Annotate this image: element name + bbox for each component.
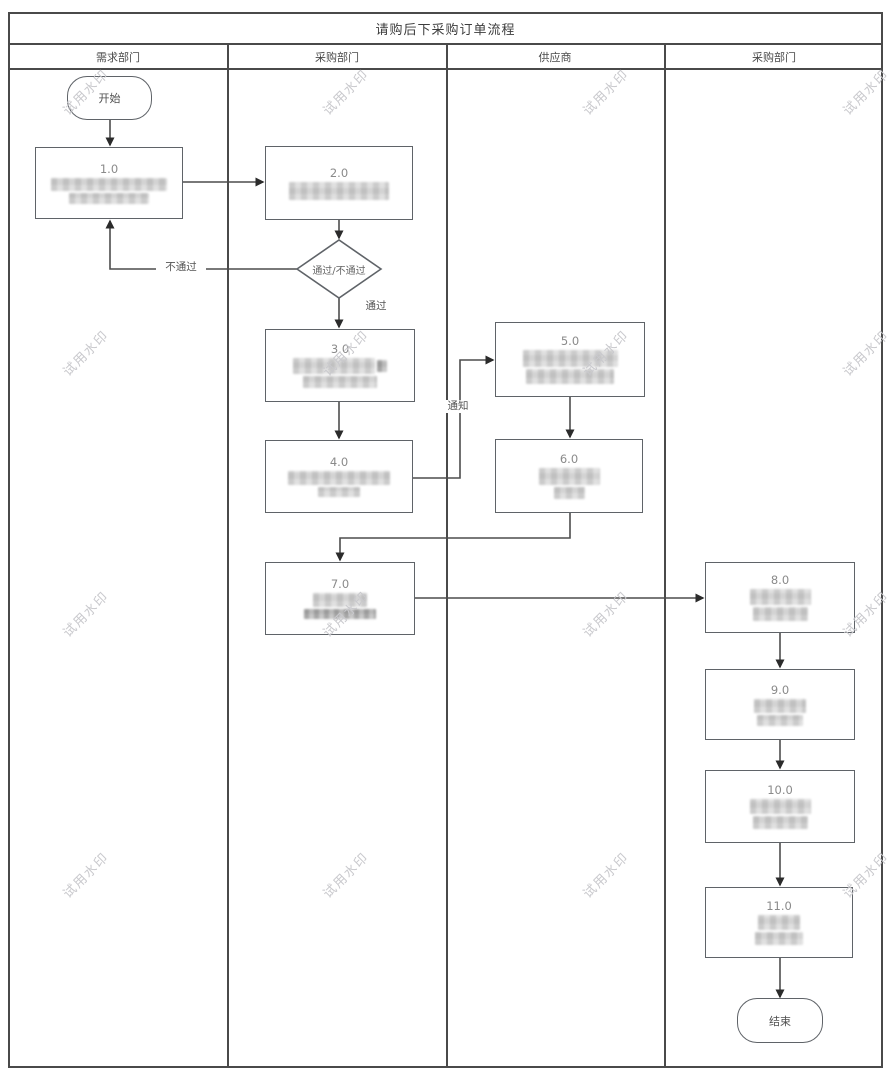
redacted-text xyxy=(754,698,806,713)
process-box-2: 2.0 xyxy=(265,146,413,220)
edge-4-notify-to-5 xyxy=(413,355,495,479)
process-box-10: 10.0 xyxy=(705,770,855,843)
redacted-text xyxy=(526,369,614,384)
process-number-11: 11.0 xyxy=(766,899,792,913)
redacted-text xyxy=(288,471,390,485)
diagram-title: 请购后下采购订单流程 xyxy=(375,23,516,38)
edge-6-to-7 xyxy=(335,513,571,562)
process-number-3: 3.0 xyxy=(330,342,350,356)
redacted-text xyxy=(293,358,375,374)
redacted-text xyxy=(289,181,389,200)
edge-label-reject: 不通过 xyxy=(156,261,206,274)
decision-diamond xyxy=(295,239,383,299)
process-number-8: 8.0 xyxy=(770,573,790,587)
redacted-text xyxy=(752,816,808,829)
redacted-text xyxy=(304,609,376,619)
redacted-text xyxy=(553,487,585,499)
lane-divider-3 xyxy=(664,43,666,1068)
lane-header-purchasing-dept: 采购部门 xyxy=(315,51,359,64)
redacted-text xyxy=(749,589,811,605)
process-box-3: 3.0 xyxy=(265,329,415,402)
process-box-9: 9.0 xyxy=(705,669,855,740)
process-box-4: 4.0 xyxy=(265,440,413,513)
redacted-text xyxy=(538,468,600,485)
decision-label: 通过/不通过 xyxy=(312,266,366,277)
redacted-text xyxy=(51,177,167,191)
edge-label-pass: 通过 xyxy=(365,300,387,312)
edge-label-notify: 通知 xyxy=(436,400,480,413)
process-number-6: 6.0 xyxy=(559,452,579,466)
redacted-text xyxy=(755,932,803,945)
redacted-text xyxy=(752,607,808,621)
process-number-5: 5.0 xyxy=(560,334,580,348)
process-number-4: 4.0 xyxy=(329,455,349,469)
end-terminator: 结束 xyxy=(737,998,823,1043)
redacted-text xyxy=(313,593,367,607)
lane-divider-2 xyxy=(446,43,448,1068)
lane-divider-1 xyxy=(227,43,229,1068)
process-box-7: 7.0 xyxy=(265,562,415,635)
redacted-text xyxy=(749,799,811,814)
process-box-11: 11.0 xyxy=(705,887,853,958)
title-divider xyxy=(8,43,883,45)
process-box-6: 6.0 xyxy=(495,439,643,513)
process-box-8: 8.0 xyxy=(705,562,855,633)
start-label: 开始 xyxy=(98,92,121,105)
process-box-5: 5.0 xyxy=(495,322,645,397)
redacted-text xyxy=(303,376,377,388)
redacted-text xyxy=(377,360,387,372)
redacted-text xyxy=(522,350,618,367)
redacted-text xyxy=(318,487,360,497)
header-divider xyxy=(8,68,883,70)
process-number-7: 7.0 xyxy=(330,577,350,591)
start-terminator: 开始 xyxy=(67,76,152,120)
lane-header-demand-dept: 需求部门 xyxy=(96,51,140,64)
process-number-1: 1.0 xyxy=(99,161,119,176)
process-number-9: 9.0 xyxy=(770,682,790,697)
edge-decision-reject-to-1 xyxy=(105,219,297,270)
redacted-text xyxy=(69,192,149,204)
redacted-text xyxy=(757,714,803,726)
lane-header-supplier: 供应商 xyxy=(538,51,572,64)
end-label: 结束 xyxy=(769,1014,791,1028)
lane-header-purchasing-dept-2: 采购部门 xyxy=(752,51,796,64)
redacted-text xyxy=(758,915,800,930)
process-number-2: 2.0 xyxy=(329,165,349,180)
process-number-10: 10.0 xyxy=(767,783,793,797)
process-box-1: 1.0 xyxy=(35,147,183,219)
